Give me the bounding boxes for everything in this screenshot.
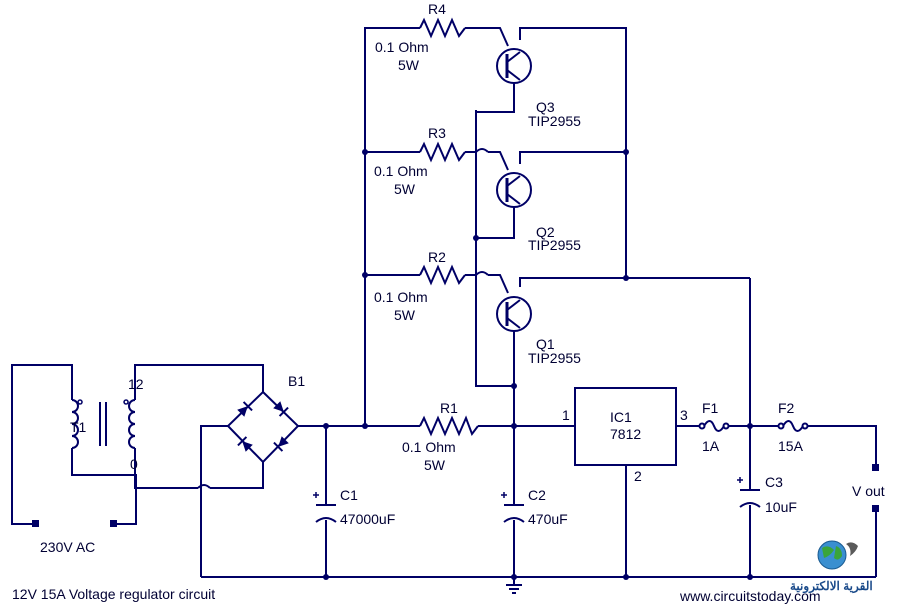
ac-input-label: 230V AC <box>40 539 95 555</box>
resistor-r1 <box>419 415 479 437</box>
c1-name: C1 <box>340 487 358 503</box>
transistor-q2 <box>496 172 532 212</box>
r1-name: R1 <box>440 400 458 416</box>
ic1-pin3: 3 <box>680 407 688 423</box>
capacitor-c1 <box>313 492 337 523</box>
logo-globe-icon <box>817 540 858 570</box>
f1-value: 1A <box>702 438 720 454</box>
r3-value: 0.1 Ohm <box>374 163 428 179</box>
r4-value: 0.1 Ohm <box>375 39 429 55</box>
r3-name: R3 <box>428 125 446 141</box>
transistor-q1 <box>496 296 532 336</box>
resistor-r2 <box>419 264 466 286</box>
transformer-t1 <box>71 399 136 449</box>
resistor-r3 <box>419 141 466 163</box>
q2-name: Q2 <box>536 224 555 240</box>
f2-name: F2 <box>778 400 795 416</box>
r1-value: 0.1 Ohm <box>402 439 456 455</box>
vout-terminal-top <box>872 464 879 471</box>
ic1-pin2: 2 <box>634 468 642 484</box>
junction-dots <box>323 149 753 580</box>
r2-value: 0.1 Ohm <box>374 289 428 305</box>
capacitor-c2 <box>501 492 525 523</box>
website-link[interactable]: www.circuitstoday.com <box>679 588 821 604</box>
ic1-name: IC1 <box>610 409 632 425</box>
wires <box>11 27 877 585</box>
c1-value: 47000uF <box>340 511 395 527</box>
fuse-f1 <box>698 420 730 432</box>
bridge-name: B1 <box>288 373 305 389</box>
transformer-tap-0: 0 <box>130 456 138 472</box>
transistor-q3 <box>496 48 532 90</box>
c2-name: C2 <box>528 487 546 503</box>
regulator-ic1-body <box>574 387 677 466</box>
f2-value: 15A <box>778 438 804 454</box>
vout-terminal-bottom <box>872 505 879 512</box>
ground-icon <box>506 584 522 594</box>
resistor-r4 <box>419 17 466 39</box>
q3-part: TIP2955 <box>528 113 581 129</box>
c2-value: 470uF <box>528 511 568 527</box>
r3-power: 5W <box>394 181 416 197</box>
q2-part: TIP2955 <box>528 237 581 253</box>
transformer-tap-12: 12 <box>128 376 144 392</box>
transformer-name: T1 <box>70 419 87 435</box>
r4-name: R4 <box>428 1 446 17</box>
q1-name: Q1 <box>536 336 555 352</box>
page-title: 12V 15A Voltage regulator circuit <box>12 586 215 602</box>
ic1-part: 7812 <box>610 426 641 442</box>
ac-terminal-right <box>110 520 117 527</box>
c3-name: C3 <box>765 474 783 490</box>
logo-text: القرية الالكترونية <box>790 579 873 594</box>
q1-part: TIP2955 <box>528 350 581 366</box>
f1-name: F1 <box>702 400 719 416</box>
capacitor-c3 <box>737 477 761 508</box>
bridge-rectifier-b1 <box>226 390 300 464</box>
fuse-f2 <box>777 420 809 432</box>
r4-power: 5W <box>398 57 420 73</box>
r1-power: 5W <box>424 457 446 473</box>
ic1-pin1: 1 <box>562 407 570 423</box>
r2-name: R2 <box>428 249 446 265</box>
ac-terminal-left <box>32 520 39 527</box>
q3-name: Q3 <box>536 99 555 115</box>
r2-power: 5W <box>394 307 416 323</box>
vout-label: V out <box>852 483 885 499</box>
c3-value: 10uF <box>765 499 797 515</box>
